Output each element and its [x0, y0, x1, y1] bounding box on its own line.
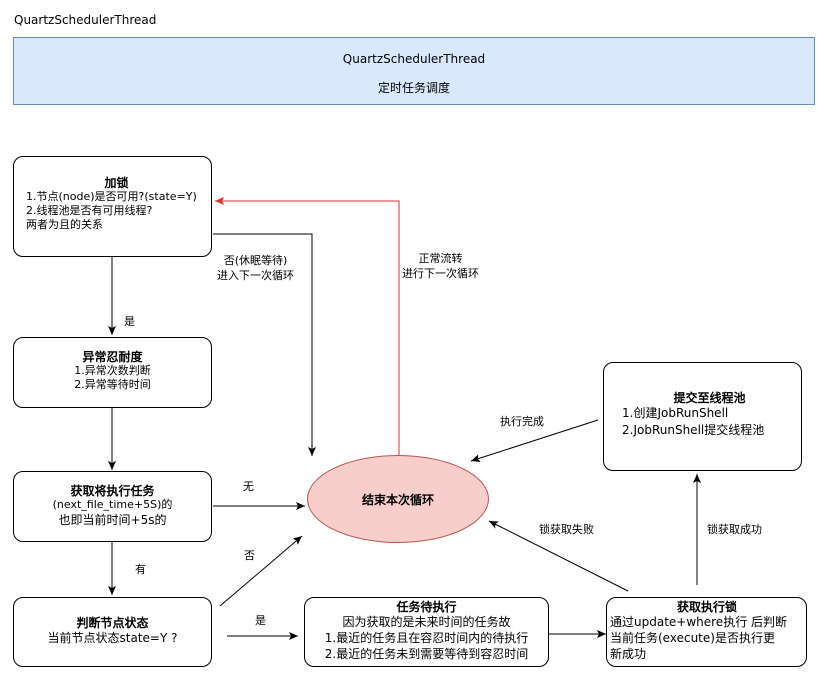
edge-label-lock-fail: 锁获取失败: [539, 522, 594, 537]
edge-label-none: 无: [243, 479, 254, 494]
node-submit-line-2: 2.JobRunShell提交线程池: [622, 423, 765, 437]
edge-label-normal-2: 进行下一次循环: [402, 267, 479, 280]
edge-submit-end: [470, 419, 599, 463]
node-tolerance-line-1: 1.异常次数判断: [74, 364, 151, 377]
edge-label-has: 有: [135, 562, 146, 577]
node-end: 结束本次循环: [307, 455, 489, 543]
node-fetch-line-2: 也即当前时间+5s的: [58, 513, 167, 527]
edge-label-yes-1: 是: [124, 314, 135, 329]
node-wait-title: 任务待执行: [396, 600, 457, 614]
node-wait-line-2: 1.最近的任务且在容忍时间内的待执行: [324, 631, 529, 645]
edge-label-no: 否: [244, 548, 255, 563]
node-lock-line-2: 2.线程池是否有可用线程?: [26, 204, 153, 217]
edge-label-no-sleep-1: 否(休眠等待): [223, 254, 288, 267]
node-tolerance-title: 异常忍耐度: [82, 350, 143, 364]
node-wait-line-1: 因为获取的是未来时间的任务故: [342, 615, 511, 629]
node-lock-line-3: 两者为且的关系: [26, 218, 103, 231]
edge-acquire-end: [488, 520, 629, 592]
node-acquire-title: 获取执行锁: [676, 600, 737, 614]
edge-label-normal-1: 正常流转: [418, 252, 463, 265]
edge-label-lock-ok: 锁获取成功: [707, 522, 762, 537]
node-judge-title: 判断节点状态: [76, 616, 149, 630]
edge-label-normal: 正常流转 进行下一次循环: [402, 251, 479, 281]
node-acquire-line-2: 当前任务(execute)是否执行更: [610, 631, 775, 645]
header-box: QuartzSchedulerThread 定时任务调度: [13, 37, 815, 105]
node-lock-line-1: 1.节点(node)是否可用?(state=Y): [26, 190, 197, 203]
node-tolerance: 异常忍耐度 1.异常次数判断 2.异常等待时间: [13, 337, 212, 408]
node-submit: 提交至线程池 1.创建JobRunShell 2.JobRunShell提交线程…: [603, 362, 802, 471]
node-acquire-line-3: 新成功: [610, 647, 647, 661]
node-lock-title: 加锁: [104, 176, 129, 190]
edge-label-no-sleep-2: 进入下一次循环: [217, 269, 294, 282]
node-submit-line-1: 1.创建JobRunShell: [622, 406, 729, 420]
top-label: QuartzSchedulerThread: [14, 13, 157, 27]
node-fetch: 获取将执行任务 (next_file_time+5S)的 也即当前时间+5s的: [13, 471, 212, 542]
node-submit-title: 提交至线程池: [673, 391, 746, 405]
node-wait-line-3: 2.最近的任务未到需要等待到容忍时间: [324, 647, 529, 661]
node-lock: 加锁 1.节点(node)是否可用?(state=Y) 2.线程池是否有可用线程…: [13, 156, 212, 257]
node-tolerance-line-2: 2.异常等待时间: [74, 378, 151, 391]
node-acquire: 获取执行锁 通过update+where执行 后判断 当前任务(execute)…: [606, 597, 807, 667]
edge-label-yes-2: 是: [255, 613, 266, 628]
edge-lock-end: [213, 233, 316, 456]
node-wait: 任务待执行 因为获取的是未来时间的任务故 1.最近的任务且在容忍时间内的待执行 …: [304, 597, 549, 667]
node-judge: 判断节点状态 当前节点状态state=Y ?: [13, 597, 212, 667]
node-judge-line-1: 当前节点状态state=Y ?: [47, 631, 178, 645]
edge-label-no-sleep: 否(休眠等待) 进入下一次循环: [217, 253, 294, 283]
node-fetch-title: 获取将执行任务: [70, 484, 155, 498]
header-subtitle: 定时任务调度: [377, 81, 450, 95]
edge-end-lock: [215, 197, 400, 455]
node-fetch-line-1: (next_file_time+5S)的: [52, 498, 173, 511]
header-title: QuartzSchedulerThread: [342, 52, 486, 66]
edge-judge-end: [219, 535, 303, 607]
edge-label-done: 执行完成: [500, 414, 544, 429]
node-acquire-line-1: 通过update+where执行 后判断: [610, 615, 788, 629]
